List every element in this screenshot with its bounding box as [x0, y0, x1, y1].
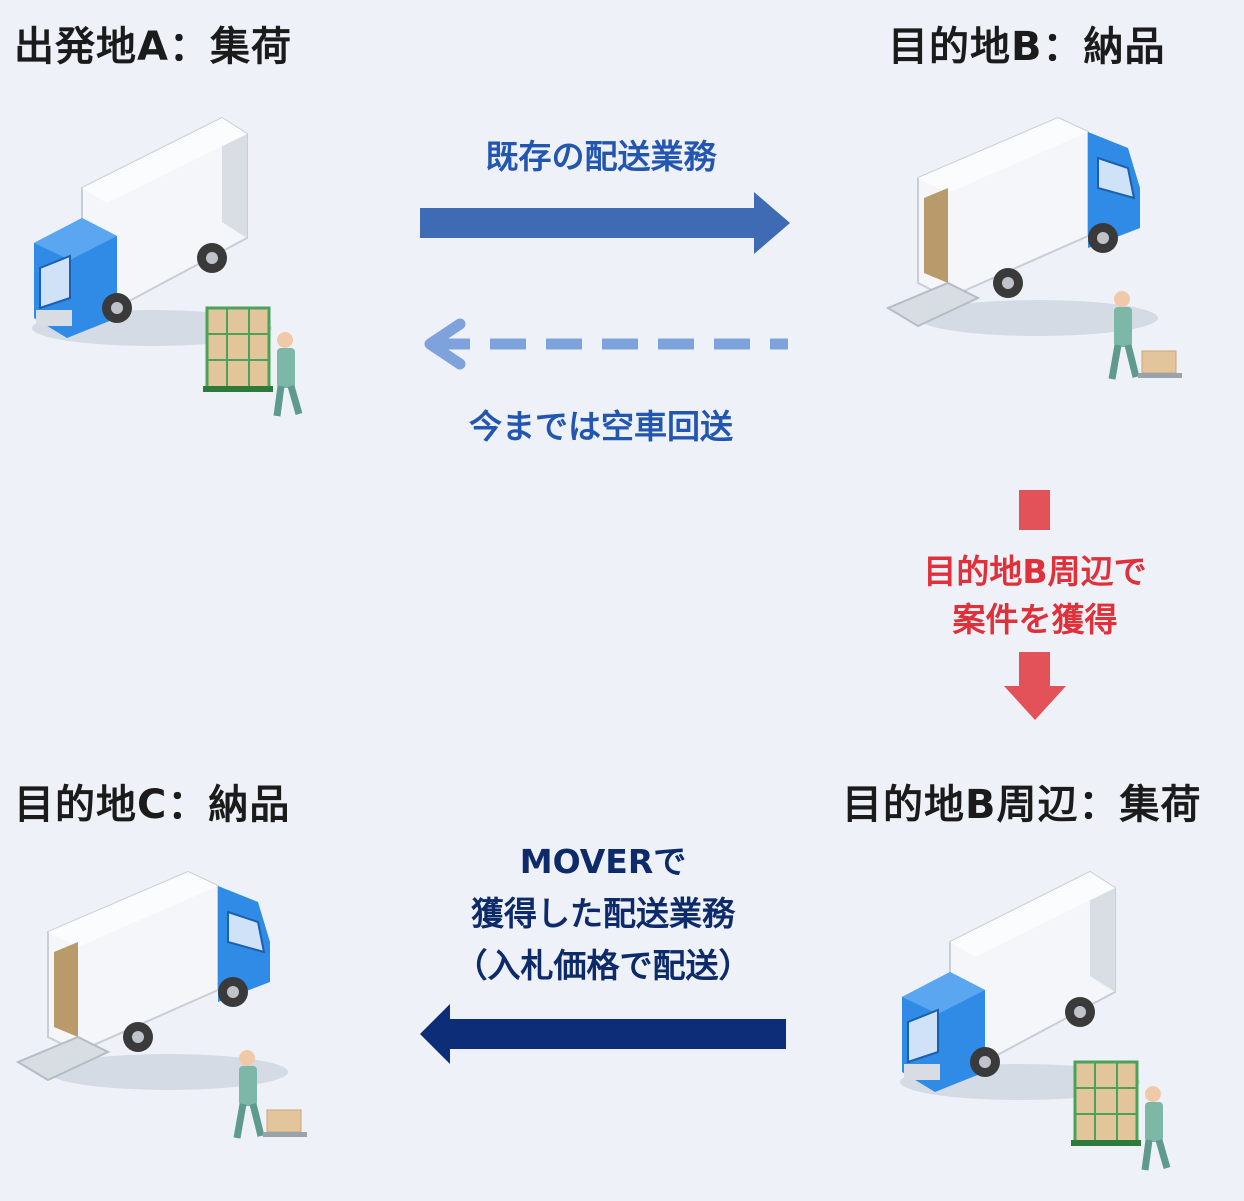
- heading-origin-a: 出発地A：集荷: [14, 24, 292, 70]
- arrow-acquire-jobs: [1004, 490, 1066, 720]
- arrow-existing-delivery: [420, 192, 790, 254]
- heading-destination-b-area: 目的地B周辺：集荷: [842, 782, 1202, 828]
- label-mover-line-3: （入札価格で配送）: [454, 946, 752, 985]
- arrow-empty-return: [424, 318, 788, 370]
- label-acquire-line-1: 目的地B周辺で: [923, 552, 1147, 591]
- label-empty-return: 今までは空車回送: [469, 407, 733, 446]
- heading-destination-b: 目的地B：納品: [888, 24, 1166, 70]
- label-existing-delivery: 既存の配送業務: [485, 137, 717, 176]
- label-mover-line-1: MOVERで: [519, 842, 687, 881]
- label-acquire-jobs: 目的地B周辺で 案件を獲得: [880, 548, 1190, 644]
- truck-origin-a: [32, 116, 303, 417]
- truck-destination-c: [15, 870, 307, 1139]
- heading-destination-c: 目的地C：納品: [14, 782, 291, 828]
- truck-destination-b-area: [900, 870, 1171, 1171]
- truck-destination-b: [885, 116, 1182, 380]
- label-acquire-line-2: 案件を獲得: [952, 600, 1118, 639]
- label-mover-line-2: 獲得した配送業務: [471, 894, 735, 933]
- arrow-mover-delivery: [420, 1004, 786, 1064]
- label-mover-delivery: MOVERで 獲得した配送業務 （入札価格で配送）: [418, 836, 788, 992]
